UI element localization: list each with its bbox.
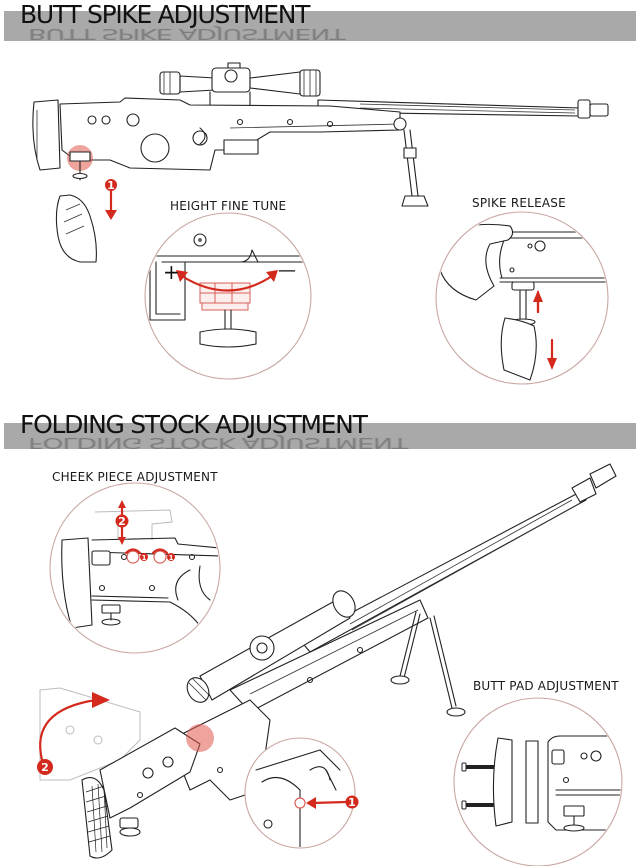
hand-lower bbox=[500, 317, 537, 381]
step-badge-2: 2 bbox=[118, 515, 126, 528]
rifle-perspective-view: 2 bbox=[37, 463, 617, 859]
hand-upper bbox=[439, 223, 514, 301]
section-title: BUTT SPIKE ADJUSTMENT bbox=[20, 0, 310, 29]
step-1-arrow-down: 1 bbox=[105, 179, 117, 220]
callout-label-height-fine-tune: HEIGHT FINE TUNE bbox=[170, 199, 287, 213]
callout-height-fine-tune: + — bbox=[144, 212, 312, 380]
callout-label-butt-pad: BUTT PAD ADJUSTMENT bbox=[473, 679, 619, 693]
section-header-folding-stock: FOLDING STOCK ADJUSTMENT FOLDING STOCK A… bbox=[0, 405, 640, 451]
hinge-highlight bbox=[186, 724, 214, 752]
bipod bbox=[390, 611, 466, 717]
callout-stock-latch: 1 bbox=[244, 737, 359, 849]
step-badge-1: 1 bbox=[348, 796, 356, 809]
section-header-butt-spike: BUTT SPIKE ADJUSTMENT BUTT SPIKE ADJUSTM… bbox=[0, 0, 640, 44]
step-2-fold-arrow: 2 bbox=[37, 692, 110, 775]
plus-sign: + bbox=[163, 260, 180, 284]
callout-spike-release bbox=[435, 211, 609, 385]
hand-illustration bbox=[55, 194, 97, 263]
step-1-arrow-left: 1 bbox=[306, 795, 359, 809]
rifle-side-view: 1 bbox=[32, 62, 609, 263]
callout-label-cheek-piece: CHEEK PIECE ADJUSTMENT bbox=[52, 470, 218, 484]
header-bar bbox=[4, 11, 636, 41]
header-bar bbox=[4, 423, 636, 449]
scope bbox=[186, 590, 356, 703]
minus-sign: — bbox=[278, 260, 296, 281]
step-badge-1b: 1 bbox=[169, 554, 174, 562]
section-title: FOLDING STOCK ADJUSTMENT bbox=[20, 410, 368, 439]
butt-pad bbox=[81, 777, 113, 859]
step-badge-2: 2 bbox=[41, 761, 49, 774]
scope bbox=[159, 62, 321, 109]
bipod bbox=[393, 117, 429, 207]
callout-cheek-piece: 1 1 2 bbox=[49, 482, 221, 654]
callout-label-spike-release: SPIKE RELEASE bbox=[472, 196, 566, 210]
step-badge-1: 1 bbox=[107, 179, 115, 192]
callout-butt-pad bbox=[453, 697, 623, 866]
step-badge-1a: 1 bbox=[142, 554, 147, 562]
